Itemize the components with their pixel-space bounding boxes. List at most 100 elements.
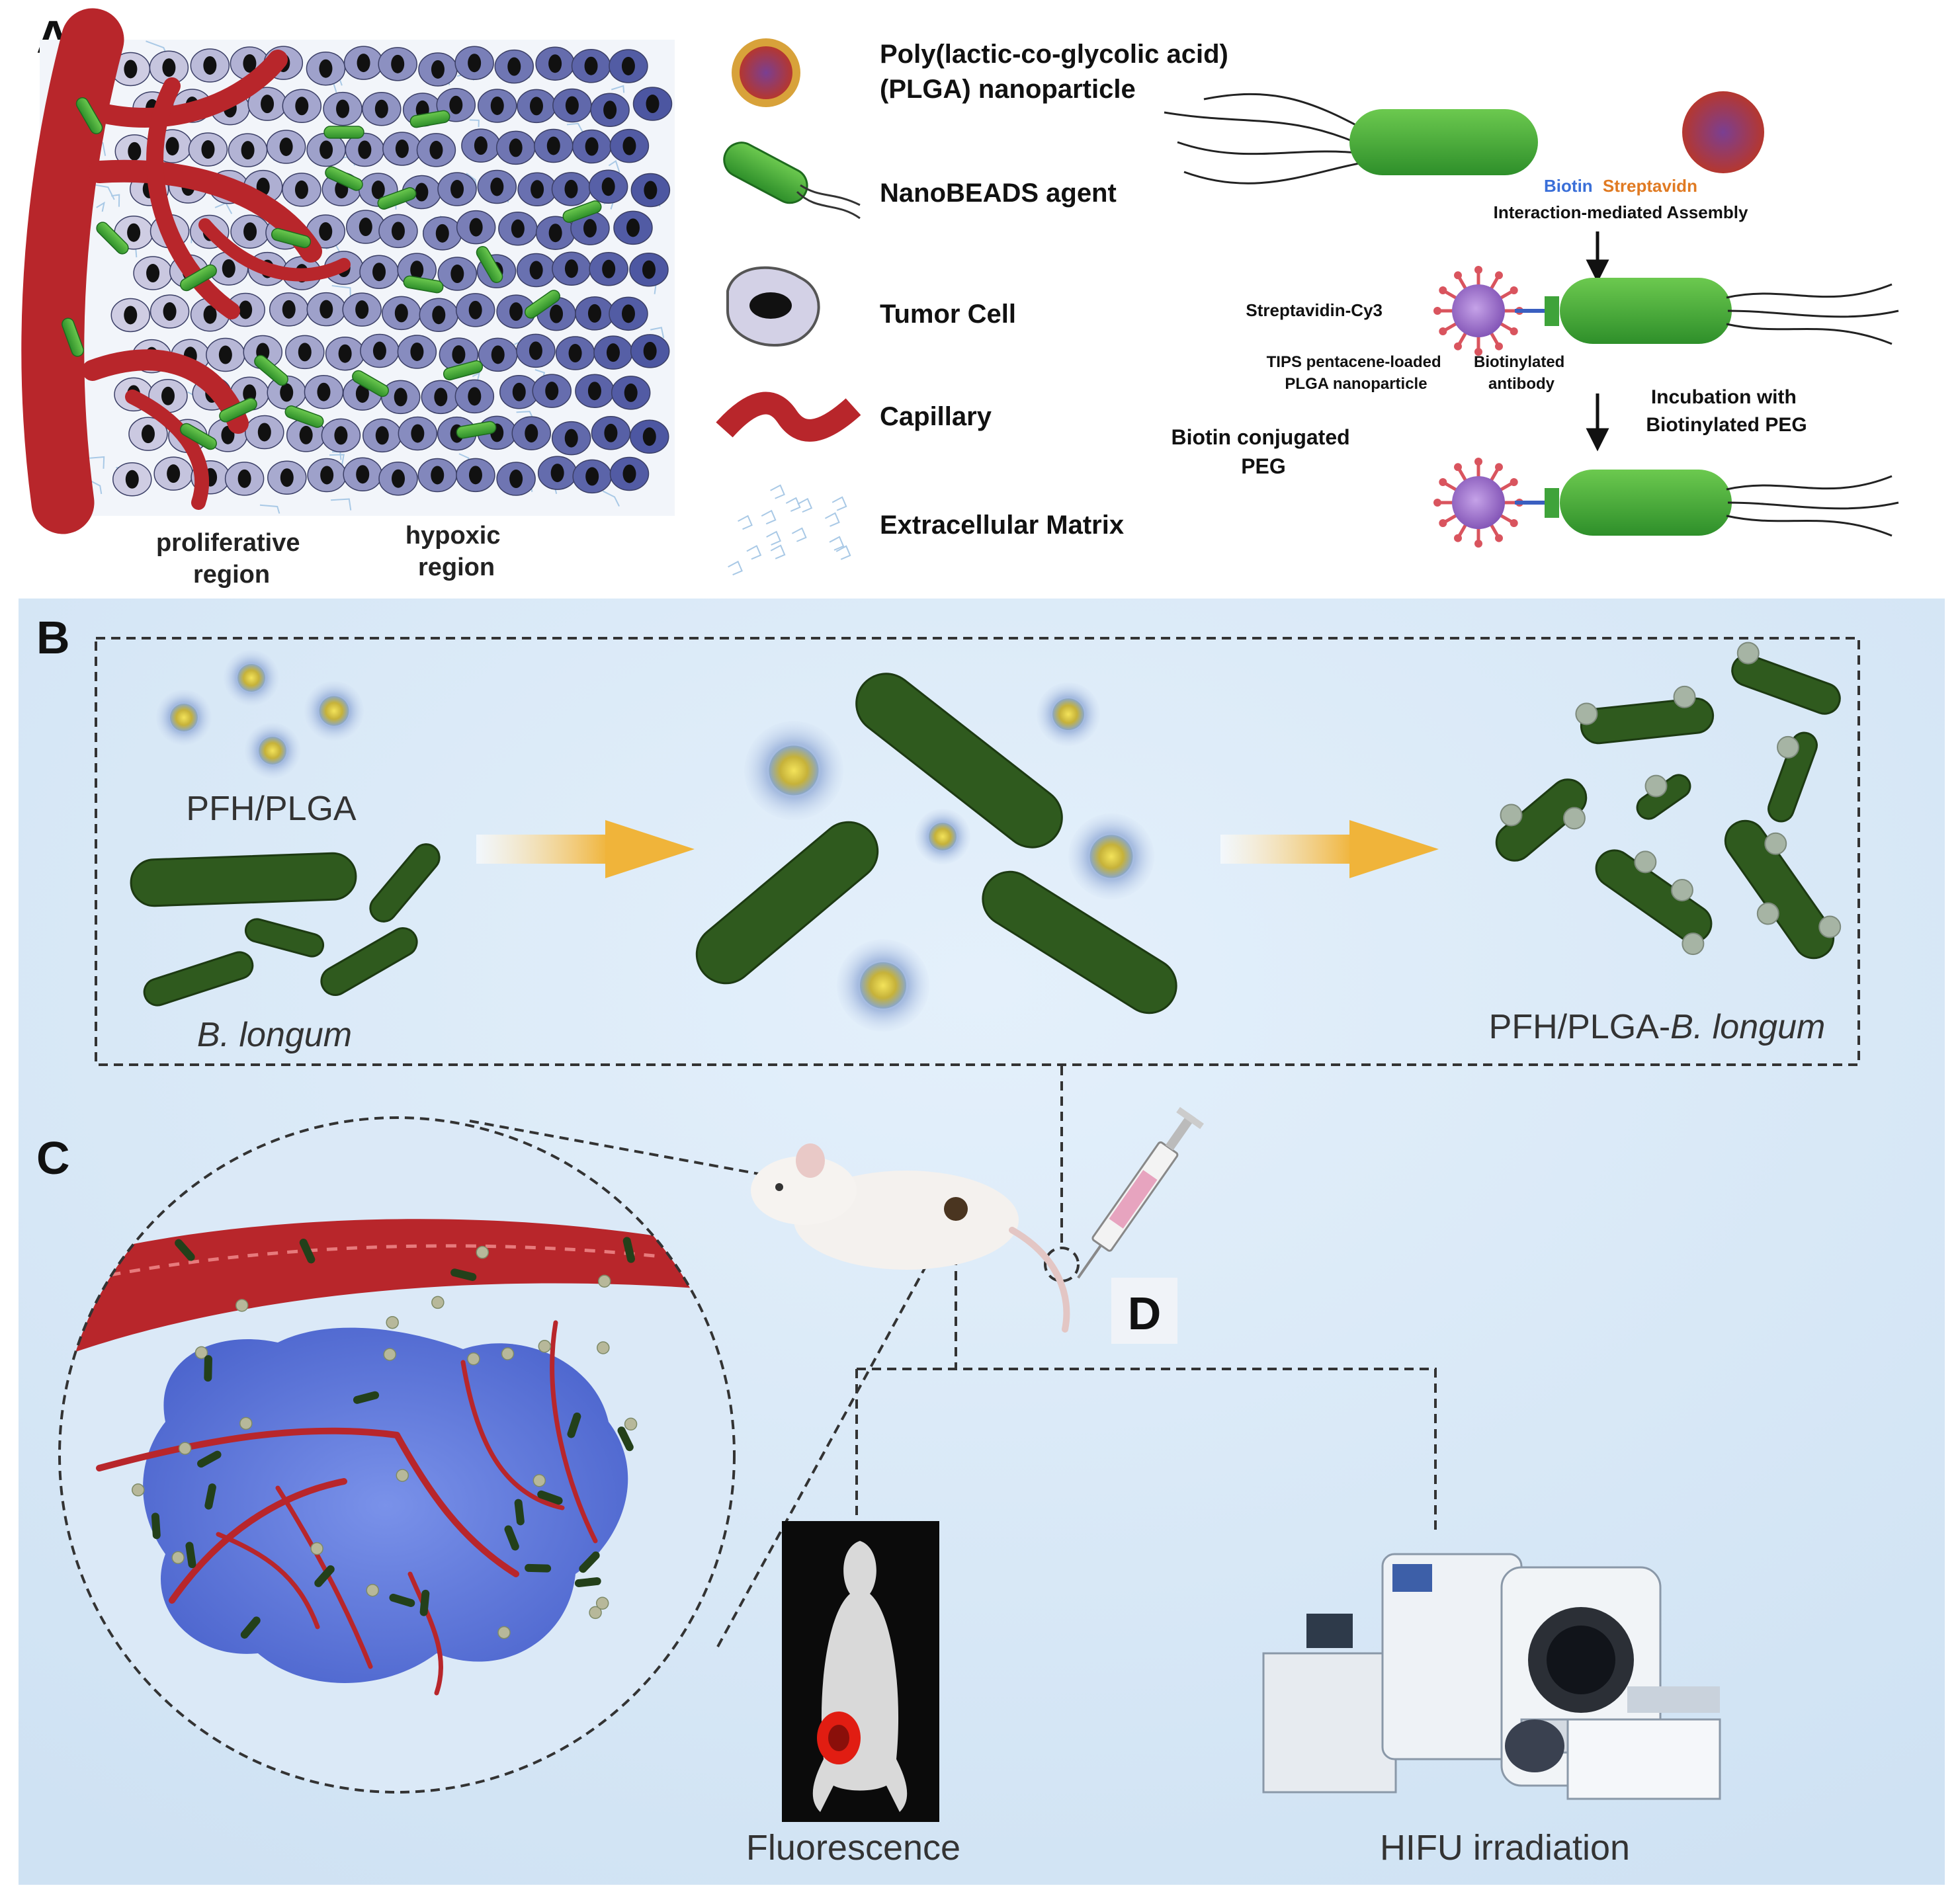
loaded-bacterium: [525, 1563, 552, 1573]
tumor-cell-nucleus: [358, 140, 372, 159]
panel-d-label: D: [1128, 1288, 1162, 1339]
loaded-bacterium: [617, 1426, 634, 1452]
tumor-cell-nucleus: [545, 382, 559, 401]
tumor-cell-nucleus: [431, 466, 445, 485]
tumor-cell-nucleus: [584, 56, 598, 75]
panel-a-legend: Poly(lactic-co-glycolic acid) (PLGA) nan…: [716, 38, 1228, 576]
tumor-cell-nucleus: [606, 343, 620, 362]
attached-nanoparticle: [1736, 641, 1760, 665]
tumor-cell-nucleus: [243, 222, 257, 241]
nanoparticle-dot: [624, 1417, 638, 1431]
tumor-cell-nucleus: [161, 386, 175, 405]
tumor-cell-nucleus: [146, 264, 160, 283]
nanoparticle-dot: [595, 1596, 609, 1610]
tumor-cell-nucleus: [452, 345, 466, 364]
tumor-cell-nucleus: [391, 222, 405, 241]
tumor-cell-nucleus: [392, 469, 405, 488]
nanobeads-agent: [271, 227, 312, 249]
assembled-agent-1: [1433, 266, 1899, 356]
tumor-cell-nucleus: [507, 57, 521, 76]
tumor-cell-nucleus: [509, 138, 523, 157]
tumor-cell-nucleus: [474, 136, 488, 155]
nanobeads-agent: [476, 246, 503, 283]
attached-nanoparticle: [1673, 685, 1696, 708]
tumor-cell-nucleus: [411, 424, 425, 443]
tumor-cell-nucleus: [243, 54, 257, 73]
tumor-cell-nucleus: [280, 468, 294, 487]
b-longum-bacterium: [855, 673, 1063, 848]
tumor-cell-nucleus: [621, 56, 635, 75]
loaded-bacterium: [151, 1512, 161, 1540]
tumor-cell-nucleus: [201, 140, 215, 159]
attached-nanoparticle: [1682, 932, 1705, 956]
nanoparticle-dot: [501, 1347, 515, 1360]
tumor-cell-icon: [726, 266, 820, 347]
tips-np-label: TIPS pentacene-loaded PLGA nanoparticle: [1267, 353, 1446, 393]
b-stage-mixing: [695, 673, 1177, 1032]
tumor-cell-nucleus: [643, 341, 657, 360]
nanoparticle-dot: [132, 1483, 145, 1497]
tumor-cell-nucleus: [490, 177, 504, 196]
tumor-cell-nucleus: [237, 469, 251, 488]
attached-nanoparticle: [1500, 804, 1523, 827]
tumor-cell-nucleus: [642, 260, 656, 279]
tumor-cell-nucleus: [320, 140, 333, 159]
nanoparticle-dot: [497, 1626, 511, 1639]
nanobeads-agent: [219, 397, 257, 423]
tumor-cell-nucleus: [279, 137, 293, 156]
tumor-cell-nucleus: [334, 426, 348, 445]
attached-nanoparticle: [1575, 702, 1598, 725]
tumor-cell-nucleus: [622, 464, 636, 483]
tumor-cell-nucleus: [603, 101, 617, 120]
tumor-cell-nucleus: [529, 261, 543, 280]
tumor-cell-nucleus: [604, 423, 618, 442]
tumor-cell-nucleus: [546, 136, 560, 155]
nanobeads-agent: [443, 360, 484, 381]
loaded-bacterium: [204, 1483, 216, 1510]
nanoparticle-dot: [589, 1606, 602, 1620]
tumor-cell-nucleus: [601, 177, 615, 196]
panel-b-label: B: [36, 612, 70, 663]
attached-nanoparticle: [1562, 807, 1586, 830]
attached-nanoparticle: [1756, 902, 1779, 925]
tumor-cell-nucleus: [203, 56, 217, 75]
attached-nanoparticle: [1644, 774, 1668, 798]
loaded-bacterium: [419, 1589, 430, 1616]
tumor-cell-nucleus: [356, 465, 370, 484]
streptavidin-cy3-label: Streptavidin-Cy3: [1246, 300, 1383, 320]
tumor-cell-nucleus: [162, 58, 176, 77]
b-longum-bacterium: [1580, 697, 1715, 745]
tumor-cell-nucleus: [128, 142, 142, 161]
tumor-cell-nucleus: [371, 181, 385, 200]
extracellular-matrix-icon: [728, 484, 851, 576]
nanoparticle-dot: [467, 1352, 480, 1366]
tumor-cell-nucleus: [415, 183, 429, 202]
tumor-cell-nucleus: [127, 223, 141, 242]
nanoparticle-dot: [386, 1315, 399, 1329]
tumor-cell-nucleus: [391, 54, 405, 73]
tumor-cell-nucleus: [602, 259, 616, 278]
nanoparticle-dot: [366, 1583, 379, 1597]
tumor-cell-nucleus: [317, 382, 331, 401]
nanobeads-agent: [323, 126, 364, 139]
microvessel: [550, 1320, 598, 1544]
biotinylated-antibody-label: Biotinylated antibody: [1474, 353, 1569, 393]
panel-c-label: C: [36, 1132, 70, 1184]
nanoparticle-dot: [396, 1469, 409, 1482]
tumor-cell-nucleus: [548, 54, 562, 73]
tumor-cell-nucleus: [375, 426, 389, 445]
tumor-cell-nucleus: [203, 305, 217, 324]
nanoparticle-dot: [171, 1551, 185, 1565]
interaction-assembly-label: Interaction-mediated Assembly: [1494, 202, 1748, 222]
loaded-bacterium: [240, 1616, 261, 1639]
biotin-streptavidin-label: Biotin Streptavidn: [1544, 176, 1697, 196]
tumor-cell-nucleus: [320, 300, 333, 319]
nanobeads-agent: [284, 405, 324, 428]
tumor-cell-nucleus: [622, 136, 636, 155]
process-arrow-1: [476, 820, 695, 878]
tumor-cell-nucleus: [511, 219, 525, 238]
tumor-cell-nucleus: [585, 467, 599, 486]
tumor-cell-nucleus: [450, 265, 464, 284]
proliferative-region-label: proliferative region: [156, 529, 307, 589]
